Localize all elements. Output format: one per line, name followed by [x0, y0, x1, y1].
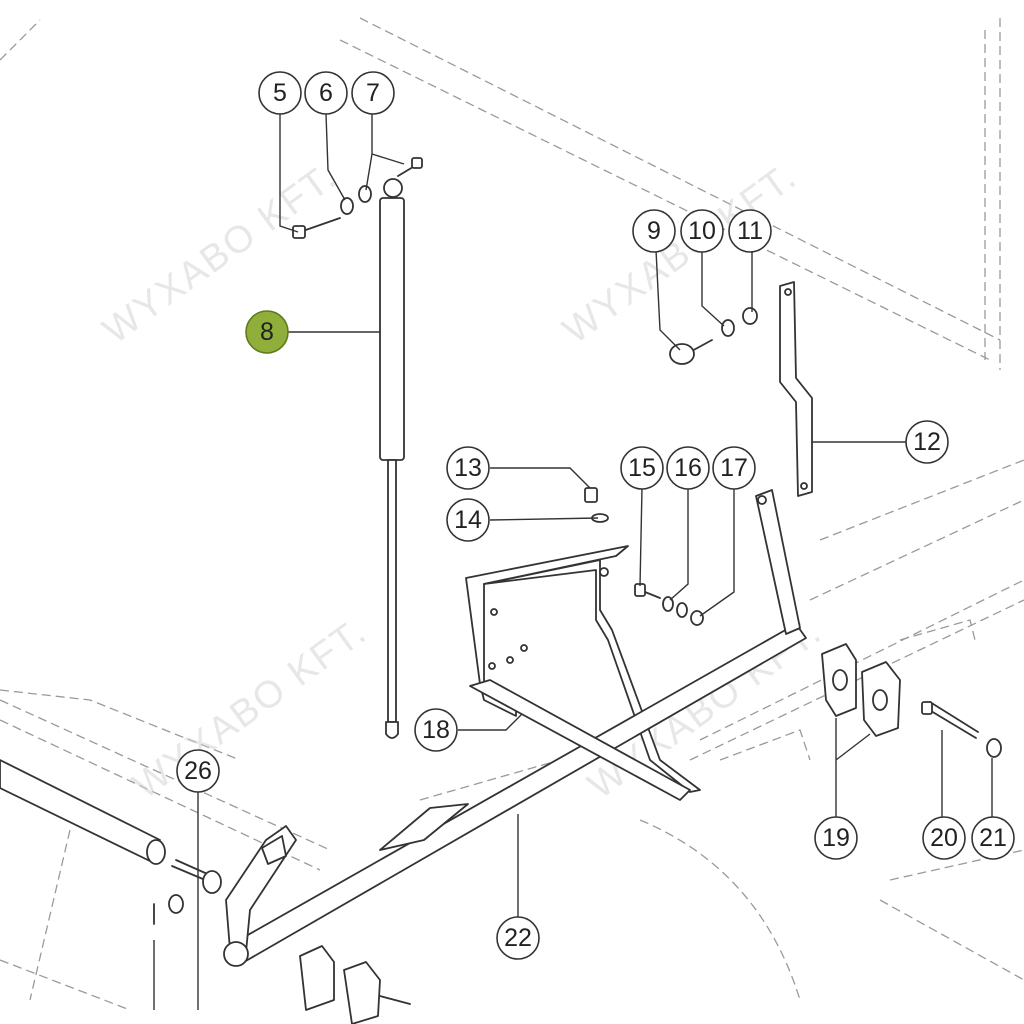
callout-label: 11 — [737, 217, 763, 245]
callout-20[interactable]: 20 — [922, 816, 966, 860]
nut — [690, 610, 704, 626]
callout-8[interactable]: 8 — [245, 310, 289, 354]
callout-14[interactable]: 14 — [446, 498, 490, 542]
bolt — [634, 583, 661, 599]
callout-label: 7 — [366, 79, 380, 107]
callout-7[interactable]: 7 — [351, 71, 395, 115]
callout-label: 5 — [273, 79, 287, 107]
callout-13[interactable]: 13 — [446, 446, 490, 490]
washer — [721, 319, 735, 337]
callout-26[interactable]: 26 — [176, 749, 220, 793]
small-bolt — [584, 487, 598, 503]
nut — [358, 157, 423, 203]
nut — [742, 307, 758, 325]
callout-label: 9 — [647, 217, 661, 245]
callout-label: 18 — [422, 716, 450, 744]
leader-lines — [153, 112, 993, 1010]
callout-10[interactable]: 10 — [680, 209, 724, 253]
background-frame — [0, 17, 1024, 1011]
callout-18[interactable]: 18 — [414, 708, 458, 752]
washer — [662, 596, 688, 618]
callout-5[interactable]: 5 — [258, 71, 302, 115]
callout-label: 26 — [184, 757, 212, 785]
callout-label: 8 — [260, 318, 274, 346]
watermark-text: WYXABO KFT. — [96, 155, 345, 352]
callout-15[interactable]: 15 — [620, 446, 664, 490]
frame-arm — [223, 489, 807, 967]
callout-16[interactable]: 16 — [666, 446, 710, 490]
callout-label: 13 — [454, 454, 482, 482]
lower-clamp — [299, 945, 411, 1024]
callout-12[interactable]: 12 — [905, 420, 949, 464]
callout-label: 19 — [822, 824, 850, 852]
callout-17[interactable]: 17 — [712, 446, 756, 490]
long-bolt — [921, 701, 979, 739]
callout-label: 22 — [504, 924, 532, 952]
callout-label: 21 — [979, 824, 1007, 852]
callout-label: 16 — [674, 454, 702, 482]
link-bracket — [779, 281, 813, 497]
callout-label: 6 — [319, 79, 333, 107]
callout-label: 15 — [628, 454, 656, 482]
shaft — [0, 759, 166, 865]
clamp — [821, 643, 901, 737]
callout-9[interactable]: 9 — [632, 209, 676, 253]
callout-label: 20 — [930, 824, 958, 852]
callout-11[interactable]: 11 — [728, 209, 772, 253]
callout-19[interactable]: 19 — [814, 816, 858, 860]
callout-22[interactable]: 22 — [496, 916, 540, 960]
callout-21[interactable]: 21 — [971, 816, 1015, 860]
callout-label: 17 — [720, 454, 748, 482]
gas-strut — [379, 178, 405, 739]
watermark-text: WYXABO KFT. — [126, 610, 375, 807]
bolt — [292, 217, 341, 239]
washer — [986, 738, 1002, 758]
callout-label: 12 — [913, 428, 941, 456]
bolt — [153, 835, 287, 925]
callout-6[interactable]: 6 — [304, 71, 348, 115]
watermark-text: WYXABO KFT. — [556, 155, 805, 352]
carriage-bolt — [669, 339, 713, 365]
washer — [340, 197, 354, 215]
callout-label: 14 — [454, 506, 482, 534]
callout-label: 10 — [688, 217, 716, 245]
